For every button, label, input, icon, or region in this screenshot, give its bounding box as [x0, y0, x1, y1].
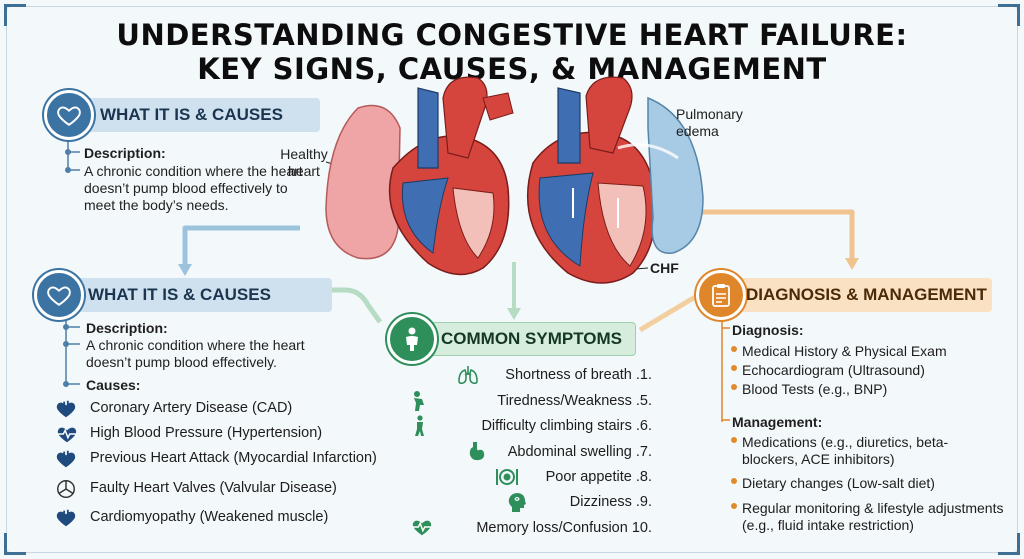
left-description-text: A chronic condition where the heart does…	[86, 337, 305, 370]
clipboard-icon	[696, 270, 746, 320]
heart-icon	[44, 90, 94, 140]
corner-ornament	[998, 533, 1020, 555]
corner-ornament	[998, 4, 1020, 26]
left-section-title: WHAT IT IS & CAUSES	[88, 285, 271, 304]
outer-frame	[6, 6, 1018, 553]
symptom-item: Abdominal swelling .7.	[507, 444, 652, 460]
healthy-lung	[325, 104, 401, 260]
heart-icon	[34, 270, 84, 320]
heart-icon	[55, 398, 77, 420]
diagnosis-title: DIAGNOSIS & MANAGEMENT	[746, 285, 987, 304]
top-section-header: WHAT IT IS & CAUSES	[44, 90, 320, 140]
diagnosis-item: Medical History & Physical Exam	[731, 343, 947, 360]
cause-item: Previous Heart Attack (Myocardial Infarc…	[90, 450, 377, 466]
diagnosis-item: Echocardiogram (Ultrasound)	[731, 362, 925, 379]
page-title: UNDERSTANDING CONGESTIVE HEART FAILURE: …	[0, 18, 1024, 86]
plate-icon	[495, 465, 519, 489]
cause-item: Coronary Artery Disease (CAD)	[90, 400, 293, 416]
left-section-header: WHAT IT IS & CAUSES	[34, 270, 332, 320]
person-icon	[387, 314, 437, 364]
causes-label: Causes:	[86, 377, 141, 393]
corner-ornament	[4, 533, 26, 555]
management-label: Management:	[732, 414, 823, 430]
heart-icon	[55, 507, 77, 529]
symptom-item: Shortness of breath .1.	[505, 367, 652, 383]
management-item: Medications (e.g., diuretics, beta-block…	[731, 434, 957, 468]
stomach-icon	[465, 440, 489, 464]
symptoms-header: COMMON SYMPTOMS	[387, 314, 636, 364]
chf-label: CHF	[650, 260, 679, 276]
edema-lung	[647, 96, 704, 254]
pulmonary-edema-label: Pulmonary edema	[676, 106, 743, 139]
symptom-item: Poor appetite .8.	[545, 469, 652, 485]
top-section-title: WHAT IT IS & CAUSES	[100, 105, 283, 124]
diagnosis-label: Diagnosis:	[732, 322, 804, 338]
dizzy-head-icon	[505, 490, 529, 514]
cause-item: Faulty Heart Valves (Valvular Disease)	[90, 480, 337, 496]
diagnosis-header: DIAGNOSIS & MANAGEMENT	[696, 270, 992, 320]
cause-item: High Blood Pressure (Hypertension)	[90, 425, 323, 441]
stairs-icon	[408, 414, 432, 438]
lungs-icon	[456, 363, 480, 387]
left-description-label: Description:	[86, 320, 168, 336]
heartbeat-icon	[55, 423, 77, 445]
cause-item: Cardiomyopathy (Weakened muscle)	[90, 509, 329, 525]
tired-person-icon	[408, 389, 432, 413]
title-line-1: UNDERSTANDING CONGESTIVE HEART FAILURE:	[116, 18, 908, 52]
heartbeat-icon	[410, 516, 434, 540]
management-item: Dietary changes (Low-salt diet)	[731, 475, 957, 492]
top-description-label: Description:	[84, 145, 166, 161]
symptom-item: Memory loss/Confusion 10.	[476, 520, 652, 536]
corner-ornament	[4, 4, 26, 26]
symptom-item: Difficulty climbing stairs .6.	[481, 418, 652, 434]
valve-icon	[55, 478, 77, 500]
heart-icon	[55, 448, 77, 470]
title-line-2: KEY SIGNS, CAUSES, & MANAGEMENT	[197, 52, 827, 86]
healthy-heart-label: Healthy heart	[280, 146, 328, 179]
management-item: Regular monitoring & lifestyle adjustmen…	[731, 500, 1004, 534]
diagnosis-item: Blood Tests (e.g., BNP)	[731, 381, 887, 398]
heart-illustration	[325, 76, 704, 284]
symptoms-title: COMMON SYMPTOMS	[441, 329, 623, 348]
symptom-item: Tiredness/Weakness .5.	[497, 393, 652, 409]
symptom-item: Dizziness .9.	[569, 494, 652, 510]
top-description-text: A chronic condition where the heart does…	[84, 163, 303, 213]
